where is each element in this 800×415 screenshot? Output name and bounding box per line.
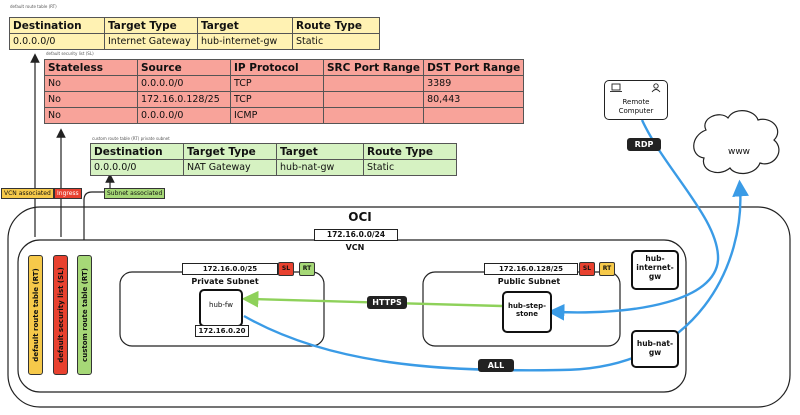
table-cell: 0.0.0.0/0 bbox=[137, 75, 231, 92]
vcn-associated-tag: VCN associated bbox=[1, 188, 54, 199]
hub-internet-gw-node: hub- internet- gw bbox=[631, 250, 679, 290]
sl-header-protocol: IP Protocol bbox=[230, 59, 324, 76]
private-subnet-sl-badge: SL bbox=[278, 262, 294, 276]
private-subnet-rt-badge: RT bbox=[299, 262, 315, 276]
table-cell: 3389 bbox=[423, 75, 525, 92]
security-list-caption: default security list (SL) bbox=[46, 51, 94, 56]
table-cell bbox=[322, 107, 425, 124]
remote-computer-label-2: Computer bbox=[618, 107, 654, 115]
crt-header-target: Target bbox=[276, 143, 364, 160]
table-cell: hub-internet-gw bbox=[197, 33, 293, 50]
remote-computer-label-1: Remote bbox=[622, 98, 650, 106]
table-row: No 172.16.0.128/25 TCP 80,443 bbox=[44, 91, 525, 108]
sl-header-source: Source bbox=[137, 59, 231, 76]
route-table-caption: default route table (RT) bbox=[10, 4, 57, 9]
hub-step-stone-label-2: stone bbox=[515, 310, 539, 318]
table-cell: No bbox=[44, 91, 138, 108]
ingress-tag: Ingress bbox=[54, 188, 82, 199]
default-security-list-label: default security list (SL) bbox=[56, 267, 65, 363]
remote-computer-node: Remote Computer bbox=[604, 80, 668, 120]
public-subnet-rt-badge: RT bbox=[599, 262, 615, 276]
sl-header-dst-port: DST Port Range bbox=[423, 59, 525, 76]
table-cell bbox=[322, 91, 425, 108]
rdp-pill: RDP bbox=[627, 138, 661, 151]
crt-header-destination: Destination bbox=[90, 143, 184, 160]
nat-gw-label-1: hub-nat- bbox=[636, 339, 674, 348]
table-cell: TCP bbox=[230, 91, 324, 108]
table-cell: 172.16.0.128/25 bbox=[137, 91, 231, 108]
table-cell: Internet Gateway bbox=[104, 33, 198, 50]
public-subnet-title: Public Subnet bbox=[497, 277, 561, 286]
table-cell: hub-nat-gw bbox=[276, 159, 364, 176]
oci-title: OCI bbox=[348, 210, 372, 224]
table-cell: 0.0.0.0/0 bbox=[90, 159, 184, 176]
hub-fw-ip: 172.16.0.20 bbox=[195, 325, 249, 337]
table-cell: ICMP bbox=[230, 107, 324, 124]
nat-gw-label-2: gw bbox=[648, 348, 662, 357]
oci-container bbox=[7, 206, 791, 408]
table-cell: NAT Gateway bbox=[183, 159, 277, 176]
hub-fw-label: hub-fw bbox=[209, 301, 233, 309]
table-row: 0.0.0.0/0 Internet Gateway hub-internet-… bbox=[9, 33, 380, 50]
public-subnet-sl-badge: SL bbox=[579, 262, 595, 276]
vcn-cidr: 172.16.0.0/24 bbox=[314, 229, 398, 241]
custom-route-table-caption: custom route table (RT) private subnet bbox=[92, 136, 170, 141]
public-subnet-cidr: 172.16.0.128/25 bbox=[484, 263, 578, 275]
www-cloud bbox=[693, 110, 780, 174]
table-cell: 0.0.0.0/0 bbox=[9, 33, 105, 50]
default-security-list-bar: default security list (SL) bbox=[53, 255, 68, 375]
laptop-icon bbox=[610, 83, 661, 93]
crt-header-route-type: Route Type bbox=[363, 143, 457, 160]
rt-header-route-type: Route Type bbox=[292, 17, 380, 34]
private-subnet-cidr: 172.16.0.0/25 bbox=[182, 263, 278, 275]
custom-route-table: Destination Target Type Target Route Typ… bbox=[90, 143, 457, 176]
table-row: No 0.0.0.0/0 ICMP bbox=[44, 107, 525, 124]
custom-route-table-bar: custom route table (RT) bbox=[77, 255, 92, 375]
default-route-table-bar: default route table (RT) bbox=[28, 255, 43, 375]
table-cell: Static bbox=[363, 159, 457, 176]
table-row: 0.0.0.0/0 NAT Gateway hub-nat-gw Static bbox=[90, 159, 457, 176]
hub-step-stone-node: hub-step- stone bbox=[502, 291, 552, 333]
rt-header-target-type: Target Type bbox=[104, 17, 198, 34]
hub-nat-gw-node: hub-nat- gw bbox=[631, 330, 679, 368]
https-pill: HTTPS bbox=[367, 296, 407, 309]
all-flow bbox=[243, 179, 749, 372]
table-cell: 80,443 bbox=[423, 91, 525, 108]
default-route-table-label: default route table (RT) bbox=[31, 268, 40, 362]
table-cell: TCP bbox=[230, 75, 324, 92]
subnet-associated-tag: Subnet associated bbox=[104, 188, 166, 199]
table-cell bbox=[322, 75, 425, 92]
crt-header-target-type: Target Type bbox=[183, 143, 277, 160]
table-cell bbox=[423, 107, 525, 124]
www-label: www bbox=[727, 147, 751, 157]
rt-header-destination: Destination bbox=[9, 17, 105, 34]
sl-header-src-port: SRC Port Range bbox=[322, 59, 425, 76]
internet-gw-label-2: internet- bbox=[636, 263, 674, 272]
table-cell: Static bbox=[292, 33, 380, 50]
hub-fw-node: hub-fw bbox=[199, 289, 243, 327]
private-subnet-title: Private Subnet bbox=[191, 277, 259, 286]
internet-gw-label-1: hub- bbox=[645, 254, 665, 263]
hub-step-stone-label-1: hub-step- bbox=[507, 302, 547, 310]
security-list-table: Stateless Source IP Protocol SRC Port Ra… bbox=[44, 59, 525, 124]
all-pill: ALL bbox=[478, 359, 514, 372]
table-cell: No bbox=[44, 107, 138, 124]
internet-gw-label-3: gw bbox=[648, 272, 662, 281]
rt-header-target: Target bbox=[197, 17, 293, 34]
table-row: No 0.0.0.0/0 TCP 3389 bbox=[44, 75, 525, 92]
custom-route-table-label: custom route table (RT) bbox=[80, 268, 89, 362]
table-cell: 0.0.0.0/0 bbox=[137, 107, 231, 124]
table-cell: No bbox=[44, 75, 138, 92]
route-table: Destination Target Type Target Route Typ… bbox=[9, 17, 380, 50]
sl-header-stateless: Stateless bbox=[44, 59, 138, 76]
rdp-flow bbox=[547, 119, 720, 321]
vcn-title: VCN bbox=[345, 243, 365, 252]
custom-rt-association-line bbox=[83, 173, 115, 240]
